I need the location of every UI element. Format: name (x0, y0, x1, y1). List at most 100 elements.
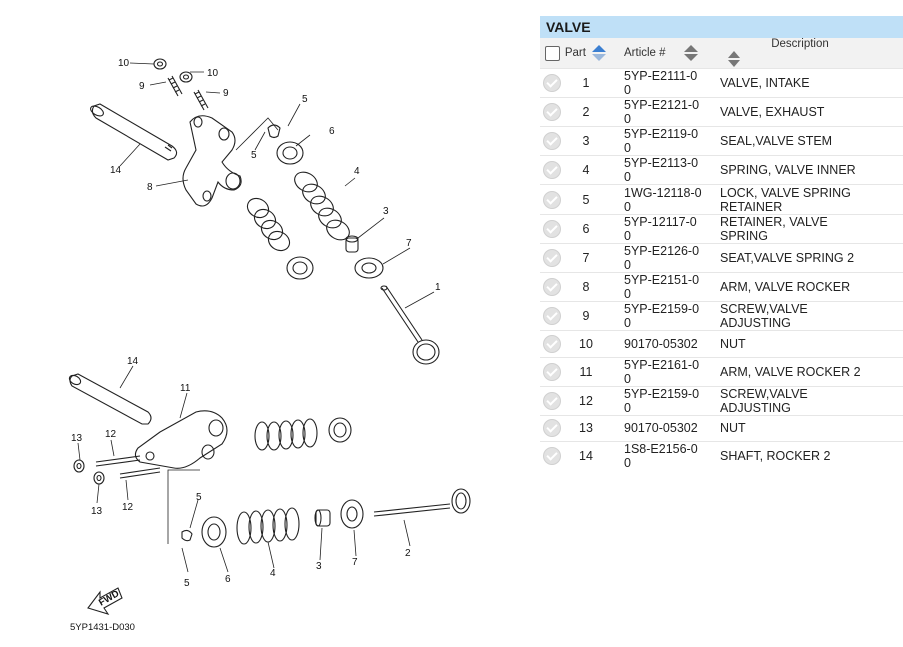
stem-seal-lower (314, 509, 331, 527)
sort-icon[interactable] (683, 44, 699, 62)
row-select-cell (540, 214, 564, 244)
description-text: NUT (720, 421, 746, 436)
check-circle-icon[interactable] (543, 419, 561, 438)
part-number-cell: 3 (564, 126, 608, 156)
article-number: 1S8-E2156-00 (624, 442, 698, 471)
sort-active-icon[interactable] (591, 44, 607, 62)
callout: 5 (302, 94, 308, 105)
table-row[interactable]: 13 90170-05302 NUT (540, 414, 903, 442)
article-number: 5YP-E2161-00 (624, 357, 700, 386)
description-cell: VALVE, EXHAUST (720, 97, 903, 127)
article-number-cell: 90170-05302 (608, 330, 720, 358)
description-text: NUT (720, 336, 746, 351)
callout: 3 (316, 561, 322, 572)
callout: 5 (196, 492, 202, 503)
callout: 4 (270, 568, 276, 579)
callout: 12 (122, 502, 134, 513)
callout: 8 (147, 182, 153, 193)
description-text: SEAL,VALVE STEM (720, 134, 833, 148)
callout: 5 (251, 150, 257, 161)
part-column-header[interactable]: Part (564, 38, 608, 69)
check-circle-icon[interactable] (543, 190, 561, 209)
sort-icon[interactable] (728, 50, 740, 68)
callout: 6 (225, 574, 231, 585)
part-number-cell: 8 (564, 272, 608, 302)
row-select-cell (540, 385, 564, 416)
check-circle-icon[interactable] (543, 391, 561, 410)
description-cell: ARM, VALVE ROCKER (720, 272, 903, 302)
select-all-checkbox[interactable] (544, 45, 560, 61)
table-row[interactable]: 3 5YP-E2119-00 SEAL,VALVE STEM (540, 126, 903, 156)
exhaust-valve (373, 488, 471, 517)
callout: 9 (223, 88, 229, 99)
article-number: 90170-05302 (624, 421, 698, 436)
check-circle-icon[interactable] (543, 103, 561, 121)
part-number-cell: 7 (564, 243, 608, 273)
article-number-cell: 1S8-E2156-00 (608, 441, 720, 471)
article-number: 5YP-E2151-00 (624, 273, 700, 301)
parts-panel: VALVE Part Article # (540, 16, 903, 471)
check-circle-icon[interactable] (543, 249, 561, 267)
description-cell: SEAL,VALVE STEM (720, 126, 903, 156)
valve-spring-upper-right (294, 171, 350, 241)
article-number: 5YP-E2113-00 (624, 156, 699, 184)
check-circle-icon[interactable] (543, 334, 561, 353)
select-all-cell (540, 38, 564, 69)
article-number-cell: 5YP-E2161-00 (608, 356, 720, 387)
row-select-cell (540, 243, 564, 273)
diagram-code: 5YP1431-D030 (70, 622, 135, 633)
row-select-cell (540, 301, 564, 331)
article-number: 5YP-E2119-00 (624, 127, 699, 155)
callout: 7 (352, 557, 358, 568)
description-text: VALVE, INTAKE (720, 76, 810, 90)
check-circle-icon[interactable] (543, 278, 561, 296)
article-header-label: Article # (624, 47, 666, 60)
check-circle-icon[interactable] (543, 161, 561, 179)
description-text: SCREW,VALVE ADJUSTING (720, 386, 808, 415)
article-number-cell: 5YP-E2126-00 (608, 243, 720, 273)
article-number-cell: 5YP-E2151-00 (608, 272, 720, 302)
rocker-shaft-lower (68, 373, 152, 425)
callouts-lower: 14 11 13 12 12 13 5 5 6 4 3 7 2 (71, 356, 411, 589)
article-number-cell: 5YP-E2113-00 (608, 155, 720, 185)
check-circle-icon[interactable] (543, 220, 561, 238)
article-number-cell: 5YP-E2159-00 (608, 301, 720, 331)
check-circle-icon[interactable] (543, 447, 561, 466)
exploded-view-svg: FWD 10 9 10 9 5 5 6 4 3 7 1 14 8 14 11 1… (68, 58, 471, 633)
callout: 13 (71, 433, 83, 444)
description-text: VALVE, EXHAUST (720, 105, 825, 119)
check-circle-icon[interactable] (543, 307, 561, 325)
description-column-header[interactable]: Description (720, 38, 903, 69)
description-cell: SCREW,VALVE ADJUSTING (720, 385, 903, 416)
part-number-cell: 13 (564, 414, 608, 442)
row-select-cell (540, 68, 564, 98)
stem-seal-upper (345, 235, 359, 253)
valve-spring-upper-left (246, 197, 314, 280)
callout: 6 (329, 126, 335, 137)
description-text: SPRING, VALVE INNER (720, 163, 856, 177)
check-circle-icon[interactable] (543, 362, 561, 381)
check-circle-icon[interactable] (543, 132, 561, 150)
part-number-cell: 6 (564, 214, 608, 244)
row-select-cell (540, 441, 564, 471)
table-row[interactable]: 8 5YP-E2151-00 ARM, VALVE ROCKER (540, 272, 903, 302)
check-circle-icon[interactable] (543, 74, 561, 92)
article-number: 5YP-E2159-00 (624, 302, 700, 330)
callout: 4 (354, 166, 360, 177)
article-column-header[interactable]: Article # (608, 38, 720, 69)
fwd-arrow-icon: FWD (87, 587, 123, 615)
callout: 11 (180, 383, 191, 394)
callout: 14 (110, 165, 122, 176)
callout: 10 (118, 58, 130, 69)
